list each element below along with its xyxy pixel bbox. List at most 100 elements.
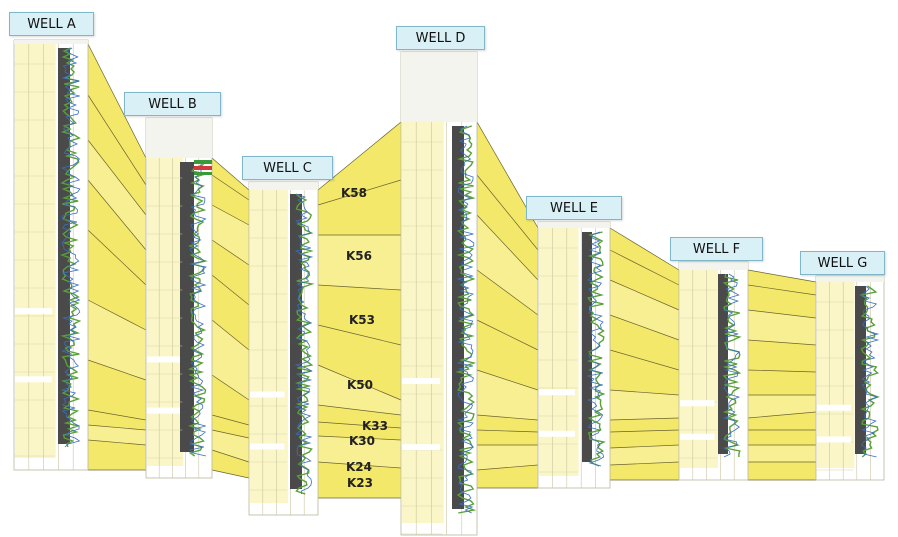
correlation-band	[610, 445, 679, 465]
correlation-band	[88, 300, 146, 380]
correlation-line	[317, 179, 402, 206]
correlation-line	[476, 429, 539, 433]
correlation-line	[609, 429, 680, 433]
correlation-band	[477, 445, 538, 470]
correlation-line	[476, 214, 539, 281]
correlation-line	[609, 249, 680, 286]
well-track-lithology	[539, 228, 579, 476]
correlation-band	[88, 140, 146, 250]
well-break-band	[680, 400, 715, 407]
correlation-line	[87, 299, 147, 331]
well-e-label: WELL E	[526, 196, 622, 220]
well-log-curve-blue	[61, 47, 81, 448]
well-track-dark	[855, 286, 866, 454]
well-track-dark	[290, 194, 302, 489]
well-break-band	[817, 436, 851, 443]
correlation-line	[317, 435, 402, 441]
correlation-band	[318, 436, 401, 468]
well-log-curve-blue	[586, 231, 605, 467]
correlation-line	[211, 174, 250, 201]
well-g-label: WELL G	[800, 251, 885, 275]
well-log-curve-blue	[456, 125, 475, 514]
well-break-band	[402, 444, 440, 451]
correlation-line	[211, 414, 250, 426]
correlation-band	[748, 445, 816, 462]
correlation-line	[87, 43, 147, 159]
correlation-band	[610, 280, 679, 340]
correlation-band	[610, 390, 679, 420]
well-log-curve-green	[295, 193, 315, 495]
correlation-line	[211, 239, 250, 266]
well-log-curve-green	[187, 161, 209, 457]
correlation-line	[87, 139, 147, 216]
correlation-line	[211, 204, 250, 226]
correlation-line	[476, 174, 539, 251]
horizon-label-k24: K24	[346, 460, 372, 474]
well-break-band	[15, 308, 52, 315]
horizon-label-k50: K50	[347, 378, 373, 392]
correlation-line	[747, 284, 817, 296]
well-break-band	[15, 376, 52, 383]
correlation-line	[317, 364, 402, 401]
well-break-band	[250, 443, 285, 450]
well-log-curve-blue	[860, 285, 880, 458]
well-header-strip	[146, 118, 212, 158]
well-header-strip	[401, 52, 477, 122]
well-track-lithology	[147, 158, 184, 466]
well-log-curve-blue	[723, 273, 741, 458]
correlation-line	[211, 469, 250, 479]
correlation-line	[87, 179, 147, 251]
horizon-label-k33: K33	[362, 419, 388, 433]
horizon-label-k30: K30	[349, 434, 375, 448]
correlation-line	[317, 421, 402, 429]
well-track-lithology	[250, 190, 288, 503]
well-break-band	[250, 391, 285, 398]
correlation-line	[211, 157, 250, 191]
correlation-panel	[212, 158, 249, 478]
well-break-band	[817, 404, 851, 411]
well-log-curve-green	[455, 125, 477, 514]
correlation-line	[87, 409, 147, 421]
correlation-line	[609, 279, 680, 311]
horizon-label-k58: K58	[341, 186, 367, 200]
correlation-line	[317, 404, 402, 416]
correlation-band	[88, 425, 146, 445]
well-track-dark	[180, 162, 194, 452]
well-track-lithology	[15, 44, 56, 458]
correlation-line	[211, 374, 250, 401]
correlation-line	[317, 324, 402, 346]
correlation-line	[609, 444, 680, 449]
marker-red	[194, 166, 212, 170]
correlation-band	[477, 370, 538, 420]
correlation-band	[212, 430, 249, 462]
well-log-curve-blue	[189, 161, 207, 457]
correlation-line	[609, 314, 680, 341]
well-break-band	[147, 407, 180, 414]
correlation-line	[747, 369, 817, 373]
well-header-strip	[538, 222, 610, 228]
well-log-curve-blue	[294, 193, 314, 495]
correlation-line	[609, 417, 680, 421]
correlation-line	[87, 424, 147, 431]
correlation-line	[476, 369, 539, 391]
correlation-line	[476, 319, 539, 351]
correlation-line	[87, 94, 147, 186]
correlation-line	[317, 284, 402, 291]
well-track-lithology	[402, 122, 444, 523]
correlation-line	[317, 461, 402, 469]
well-header-strip	[249, 182, 318, 190]
correlation-line	[87, 359, 147, 381]
correlation-line	[211, 319, 250, 351]
correlation-line	[476, 414, 539, 421]
well-break-band	[539, 430, 575, 437]
correlation-line	[211, 274, 250, 306]
well-break-band	[680, 433, 715, 440]
correlation-line	[211, 429, 250, 439]
well-b-label: WELL B	[124, 92, 221, 116]
marker-green	[194, 172, 212, 175]
horizon-label-k53: K53	[349, 313, 375, 327]
well-a-label: WELL A	[9, 12, 94, 36]
well-break-band	[539, 389, 575, 396]
